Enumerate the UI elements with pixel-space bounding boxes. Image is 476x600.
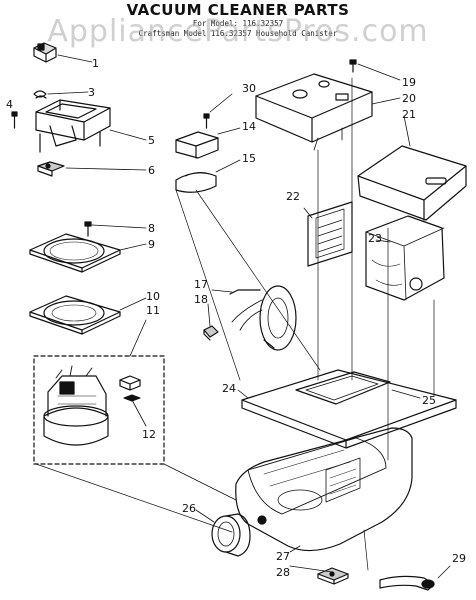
callout-15: 15 (242, 152, 256, 165)
callout-26: 26 (182, 502, 196, 515)
callout-12: 12 (142, 428, 156, 441)
part-handle (379, 575, 435, 591)
part-motor-box (33, 355, 165, 465)
leader-21 (403, 115, 411, 147)
part-wheel (211, 513, 251, 557)
part-cord-reel (229, 285, 297, 351)
callout-23: 23 (368, 232, 382, 245)
callout-30: 30 (242, 82, 256, 95)
part-clip (33, 90, 47, 99)
part-brushes (119, 375, 141, 402)
callout-24: 24 (222, 382, 236, 395)
leader-26 (195, 509, 215, 523)
part-bracket-6 (37, 161, 65, 177)
leader-27 (289, 545, 301, 553)
guide-line-d2 (175, 189, 241, 381)
leader-12 (131, 399, 147, 427)
callout-28: 28 (276, 566, 290, 579)
callout-5: 5 (148, 134, 155, 147)
leader-19 (357, 63, 401, 81)
leader-10 (119, 297, 147, 311)
callout-17: 17 (194, 278, 208, 291)
callout-8: 8 (148, 222, 155, 235)
callout-20: 20 (402, 92, 416, 105)
part-gasket-10 (29, 295, 121, 335)
callout-11: 11 (146, 304, 160, 317)
model-line: For Model: 116.32357 (192, 19, 284, 28)
part-screw-19 (349, 59, 357, 73)
part-motor (43, 365, 109, 446)
part-filter-bag (365, 215, 445, 301)
part-screw-30 (203, 113, 210, 129)
callout-21: 21 (402, 108, 416, 121)
callout-14: 14 (242, 120, 256, 133)
part-screw-8 (84, 221, 92, 237)
callout-27: 27 (276, 550, 290, 563)
part-grille (307, 201, 353, 267)
leader-15 (215, 159, 241, 173)
callout-25: 25 (422, 394, 436, 407)
leader-28 (289, 565, 333, 573)
leader-25 (391, 389, 421, 399)
leader-22 (303, 207, 313, 219)
callout-10: 10 (146, 290, 160, 303)
leader-18 (207, 303, 211, 327)
leader-14 (217, 127, 241, 135)
guide-line-left-2 (163, 463, 237, 501)
callout-1: 1 (92, 57, 99, 70)
leader-8 (91, 224, 147, 229)
leader-17 (211, 289, 233, 293)
part-canister-base (235, 427, 413, 552)
guide-line-left (35, 463, 233, 533)
leader-3 (47, 91, 89, 95)
leader-30 (209, 93, 233, 113)
part-plug-18 (203, 325, 219, 341)
leader-1 (57, 54, 93, 63)
callout-6: 6 (148, 164, 155, 177)
part-top-cover (255, 73, 373, 151)
leader-24 (237, 389, 249, 399)
guide-line-d1 (195, 189, 321, 371)
part-latch-15 (175, 172, 217, 193)
callout-4: 4 (6, 98, 13, 111)
part-switch (33, 42, 57, 63)
part-latch-14 (175, 131, 219, 159)
part-screw-4 (11, 111, 18, 129)
callout-22: 22 (286, 190, 300, 203)
callout-9: 9 (148, 238, 155, 251)
guide-line-v5 (363, 529, 369, 571)
leader-5 (109, 129, 147, 141)
part-motor-top (35, 99, 111, 153)
leader-20 (371, 97, 401, 105)
callout-29: 29 (452, 552, 466, 565)
part-lid (357, 145, 467, 221)
callout-19: 19 (402, 76, 416, 89)
page-title: VACUUM CLEANER PARTS (126, 1, 350, 19)
model-line-2: Craftsman Model 116.32357 Household Cani… (138, 29, 338, 38)
part-body-top (241, 369, 457, 449)
leader-9 (119, 243, 147, 251)
leader-6 (65, 167, 147, 171)
leader-29 (437, 565, 451, 579)
leader-11 (129, 319, 147, 357)
callout-3: 3 (88, 86, 95, 99)
callout-18: 18 (194, 293, 208, 306)
part-gasket-9 (29, 233, 121, 273)
